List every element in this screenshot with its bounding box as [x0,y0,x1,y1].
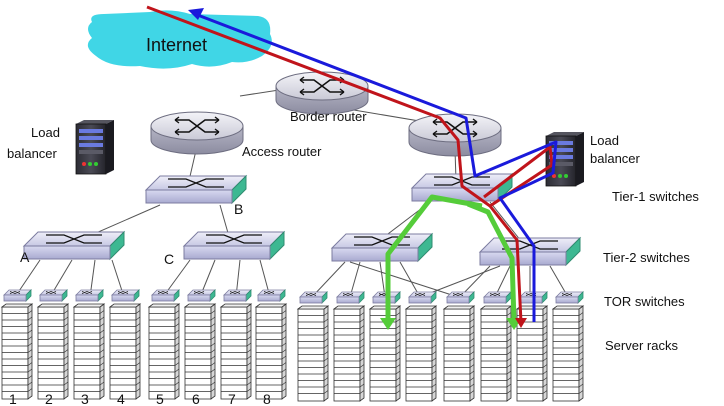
server-rack [220,303,252,400]
tor-switch [408,291,437,304]
rack-number: 4 [117,391,125,406]
rack-numbers: 1 2 3 4 5 6 7 8 [9,391,271,406]
blue-arrow-head [188,8,204,20]
green-path [385,194,483,322]
load-balancer-right-label-2: balancer [590,151,641,166]
server-rack [109,303,141,400]
server-rack [73,303,105,400]
rack-number: 8 [263,391,271,406]
tier2-switch-right-1 [331,233,433,262]
tor-label: TOR switches [604,294,685,309]
rack-number: 3 [81,391,89,406]
rack-number: 7 [228,391,236,406]
tor-switch [555,291,584,304]
green-arrow-head [380,318,396,330]
tor-switch [223,289,252,302]
tor-switch [299,291,328,304]
red-path [146,5,554,323]
green-path-branch [467,201,517,323]
blue-path [194,12,558,322]
server-racks-label: Server racks [605,338,678,353]
tor-switch [151,289,180,302]
tor-switch [111,289,140,302]
tier1-label: Tier-1 switches [612,189,699,204]
labels: Border router Access router Load balance… [7,109,699,353]
load-balancer-right-label-1: Load [590,133,619,148]
rack-number: 1 [9,391,17,406]
switch-c-label: C [164,251,174,267]
tor-switch [39,289,68,302]
tor-switch [257,289,286,302]
server-rack [255,303,287,400]
server-rack [552,305,584,402]
server-rack [333,305,365,402]
switch-a-label: A [20,249,30,265]
rack-number: 6 [192,391,200,406]
tor-switch [3,289,32,302]
tier2-label: Tier-2 switches [603,250,690,265]
border-router-label: Border router [290,109,367,124]
traffic-paths [146,5,558,330]
tier1-switch-b [145,175,247,204]
tor-switches [3,289,584,304]
server-rack [148,303,180,400]
switch-b-label: B [234,201,243,217]
load-balancer-left [75,119,115,175]
tier2-switch-a [23,231,125,260]
access-router-label: Access router [242,144,322,159]
tier2-switch-c [183,231,285,260]
border-router [275,71,369,115]
rack-number: 2 [45,391,53,406]
server-rack [1,303,33,400]
server-rack [480,305,512,402]
load-balancer-left-label-2: balancer [7,146,58,161]
tor-switch [75,289,104,302]
access-router [150,111,244,155]
server-rack [297,305,329,402]
tor-switch [446,291,475,304]
tor-switch [187,289,216,302]
server-rack [184,303,216,400]
rack-number: 5 [156,391,164,406]
server-rack [37,303,69,400]
internet-label: Internet [146,35,207,55]
tor-switch [483,291,512,304]
load-balancer-left-label-1: Load [31,125,60,140]
server-rack [443,305,475,402]
server-rack [405,305,437,402]
red-arrow-head [515,318,527,328]
server-racks [1,303,584,402]
tor-switch [336,291,365,304]
